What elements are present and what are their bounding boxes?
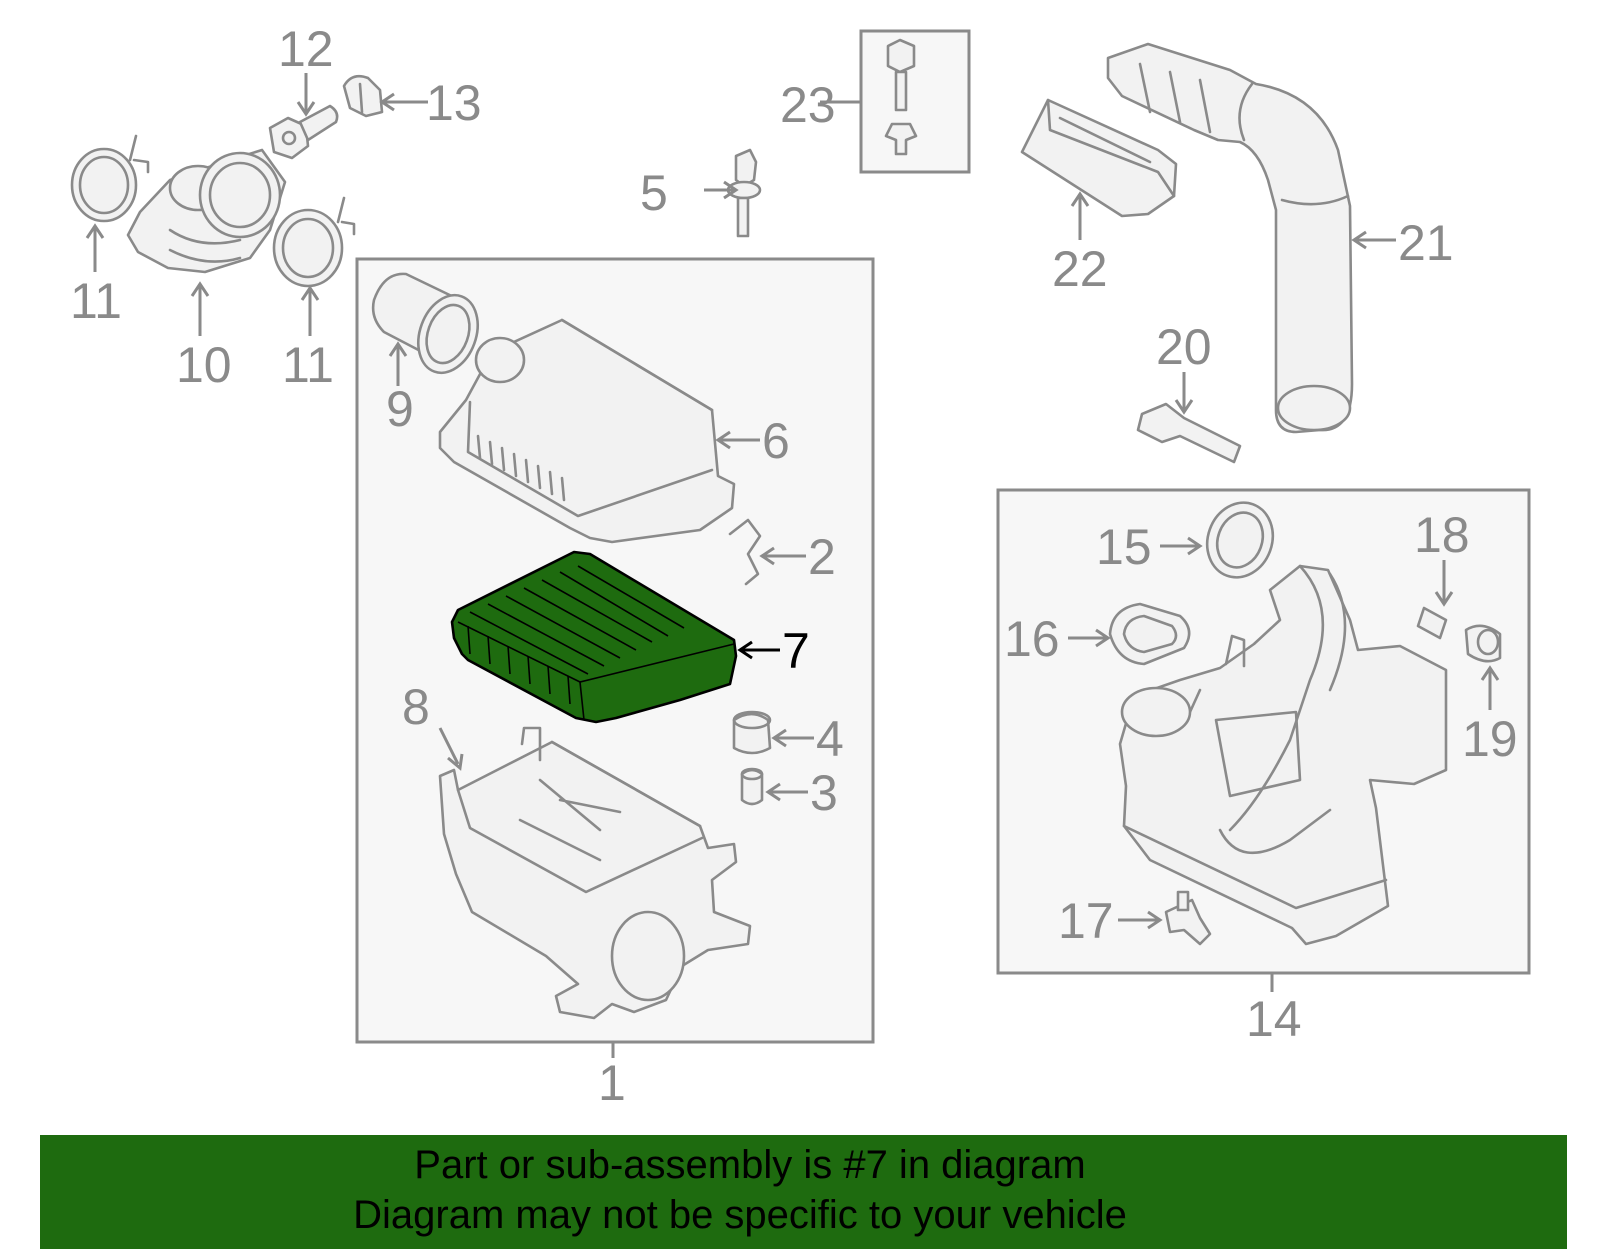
arrowhead-11a	[85, 223, 105, 239]
part-9-pipe[interactable]	[371, 272, 488, 381]
arrowhead-6	[715, 430, 731, 450]
leader-8	[438, 727, 460, 765]
arrowhead-5	[723, 180, 739, 200]
part-3-collar[interactable]	[740, 767, 764, 806]
callout-17: 17	[1058, 893, 1114, 949]
arrowhead-8	[447, 753, 464, 771]
info-banner: Part or sub-assembly is #7 in diagram Di…	[40, 1135, 1567, 1249]
arrowhead-20	[1174, 399, 1194, 415]
arrowhead-13	[379, 92, 395, 112]
part-8-lower-housing[interactable]	[438, 726, 752, 1020]
part-12-bolt[interactable]	[268, 104, 339, 160]
callout-5: 5	[640, 165, 668, 221]
arrowhead-4	[771, 728, 787, 748]
part-15-seal[interactable]	[1197, 493, 1283, 586]
part-19-grommet[interactable]	[1464, 624, 1502, 663]
banner-line-part: Part or sub-assembly is #7 in diagram	[414, 1143, 1086, 1187]
part-2-bracket[interactable]	[728, 518, 762, 586]
callout-22: 22	[1052, 241, 1108, 297]
arrowhead-17	[1147, 910, 1163, 930]
part-4-grommet[interactable]	[732, 710, 772, 755]
arrowhead-22	[1070, 191, 1090, 207]
arrowhead-2	[759, 546, 775, 566]
arrowhead-19	[1480, 665, 1500, 681]
callout-11-left: 11	[70, 273, 122, 329]
arrowhead-12	[296, 101, 316, 117]
part-13-clip[interactable]	[342, 74, 384, 118]
callout-21: 21	[1398, 215, 1454, 271]
callout-8: 8	[402, 679, 430, 735]
arrowhead-18	[1434, 591, 1454, 607]
callout-4: 4	[816, 711, 844, 767]
callout-7: 7	[782, 623, 810, 679]
part-20-bolt[interactable]	[1136, 402, 1242, 464]
callout-14: 14	[1246, 991, 1302, 1047]
callout-15: 15	[1096, 519, 1152, 575]
banner-line-disclaimer: Diagram may not be specific to your vehi…	[353, 1193, 1127, 1237]
part-22-resonator[interactable]	[1020, 98, 1178, 218]
callout-3: 3	[810, 765, 838, 821]
callout-2: 2	[808, 529, 836, 585]
part-23-bolt[interactable]	[884, 38, 918, 156]
part-5-push-pin[interactable]	[726, 148, 762, 238]
arrowhead-7	[737, 640, 753, 660]
part-7-air-filter[interactable]	[450, 550, 738, 724]
arrowhead-11b	[300, 285, 320, 301]
callout-16: 16	[1004, 611, 1060, 667]
part-21-intake-hose[interactable]	[1106, 42, 1354, 434]
arrowhead-9	[388, 341, 408, 357]
arrowhead-3	[765, 782, 781, 802]
callout-13: 13	[426, 75, 482, 131]
callout-9: 9	[386, 381, 414, 437]
part-17-bolt[interactable]	[1164, 890, 1212, 946]
callout-10: 10	[176, 337, 232, 393]
part-16-gasket[interactable]	[1108, 602, 1191, 666]
callout-11-right: 11	[282, 337, 334, 393]
callout-1: 1	[598, 1055, 626, 1111]
arrowhead-16	[1095, 628, 1111, 648]
part-11-clamp-right[interactable]	[272, 196, 356, 288]
arrowhead-15	[1187, 536, 1203, 556]
callout-18: 18	[1414, 507, 1470, 563]
part-14-air-box-assembly[interactable]	[1118, 564, 1448, 946]
arrowhead-10	[190, 281, 210, 297]
callout-6: 6	[762, 413, 790, 469]
callout-19: 19	[1462, 711, 1518, 767]
part-18-collar[interactable]	[1416, 606, 1448, 640]
part-11-clamp-left[interactable]	[70, 134, 150, 223]
callout-23: 23	[780, 77, 836, 133]
part-6-upper-housing[interactable]	[438, 318, 736, 544]
callout-12: 12	[278, 21, 334, 77]
arrowhead-21	[1351, 230, 1367, 250]
callout-20: 20	[1156, 319, 1212, 375]
part-10-air-duct[interactable]	[126, 148, 287, 274]
